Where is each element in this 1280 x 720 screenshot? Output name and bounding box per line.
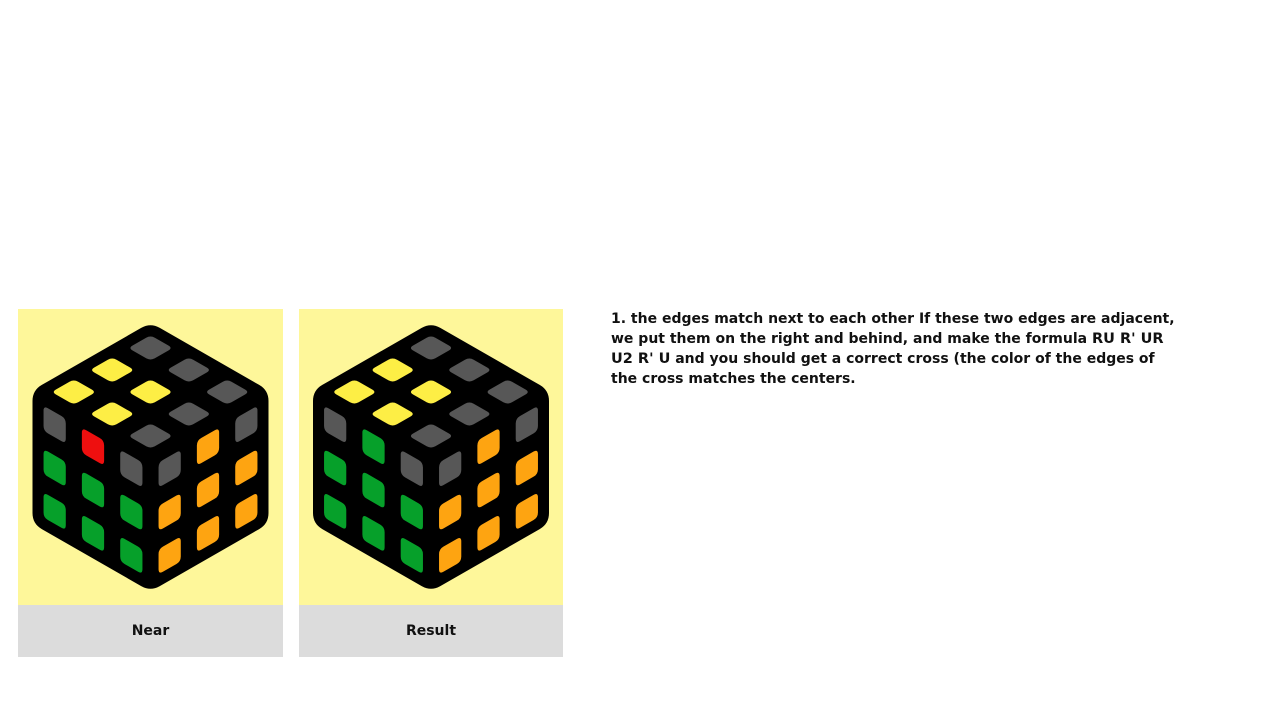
right-face-sticker-orange	[196, 472, 220, 508]
right-face-sticker-dark	[235, 407, 258, 442]
top-face-sticker-yellow	[53, 380, 94, 404]
instruction-text: 1. the edges match next to each other If…	[611, 309, 1181, 389]
right-face-sticker-orange	[196, 429, 220, 464]
right-face-sticker-orange	[477, 429, 500, 464]
left-face-sticker-green	[324, 494, 347, 529]
left-face-sticker-green	[400, 538, 423, 573]
top-face-sticker-dark	[449, 358, 490, 382]
left-face-sticker-green	[43, 494, 66, 529]
right-face-sticker-orange	[158, 538, 181, 573]
left-face-sticker-red	[81, 429, 105, 464]
top-face-sticker-yellow	[334, 380, 375, 404]
left-face-sticker-green	[362, 429, 385, 464]
left-face-sticker-green	[81, 516, 105, 551]
left-face-sticker-dark	[120, 451, 143, 486]
left-face-sticker-green	[81, 472, 105, 508]
top-face-sticker-yellow	[92, 402, 133, 426]
left-face-sticker-dark	[324, 407, 347, 442]
top-face-sticker-dark	[168, 358, 209, 382]
cube-body	[313, 325, 549, 589]
left-face-sticker-green	[324, 450, 347, 486]
cube-svg-result	[313, 325, 549, 589]
right-face-sticker-dark	[158, 451, 181, 486]
right-face-sticker-orange	[235, 494, 258, 529]
top-face-sticker-dark	[130, 336, 171, 360]
right-face-sticker-orange	[235, 450, 258, 486]
right-face-sticker-dark	[515, 407, 538, 442]
left-face-sticker-green	[43, 450, 66, 486]
move-formula: RU R' UR U2 R' U	[611, 331, 1164, 367]
right-face-sticker-orange	[439, 538, 462, 573]
right-face-sticker-orange	[477, 516, 500, 551]
near-caption: Near	[18, 605, 283, 657]
left-face-sticker-dark	[43, 407, 66, 442]
top-face-sticker-dark	[410, 424, 452, 448]
right-face-sticker-dark	[439, 451, 462, 486]
top-face-sticker-dark	[130, 424, 171, 448]
instruction-outro: and you should get a correct cross (the …	[611, 351, 1155, 387]
left-face-sticker-dark	[400, 451, 423, 486]
result-panel: Result	[299, 309, 563, 657]
top-face-sticker-yellow	[92, 358, 133, 382]
right-face-sticker-orange	[196, 516, 220, 551]
right-face-sticker-orange	[439, 494, 462, 530]
cube-illustration-near	[18, 309, 283, 605]
cube-body	[32, 325, 269, 589]
top-face-sticker-dark	[168, 402, 209, 426]
right-face-sticker-orange	[515, 494, 538, 529]
top-face-sticker-yellow	[130, 380, 171, 404]
top-face-sticker-dark	[487, 380, 528, 404]
top-face-sticker-yellow	[372, 358, 413, 382]
left-face-sticker-green	[362, 472, 385, 508]
left-face-sticker-green	[120, 538, 143, 573]
instruction-intro: 1. the edges match next to each other If…	[611, 311, 1175, 347]
result-caption: Result	[299, 605, 563, 657]
cube-svg-near	[32, 325, 269, 589]
right-face-sticker-orange	[515, 450, 538, 486]
top-face-sticker-dark	[207, 380, 248, 404]
left-face-sticker-green	[400, 494, 423, 530]
right-face-sticker-orange	[158, 494, 181, 530]
top-face-sticker-dark	[410, 336, 452, 360]
top-face-sticker-yellow	[372, 402, 413, 426]
cube-illustration-result	[299, 309, 563, 605]
right-face-sticker-orange	[477, 472, 500, 508]
left-face-sticker-green	[362, 516, 385, 551]
top-face-sticker-yellow	[410, 380, 452, 404]
left-face-sticker-green	[120, 494, 143, 530]
near-panel: Near	[18, 309, 283, 657]
top-face-sticker-dark	[449, 402, 490, 426]
